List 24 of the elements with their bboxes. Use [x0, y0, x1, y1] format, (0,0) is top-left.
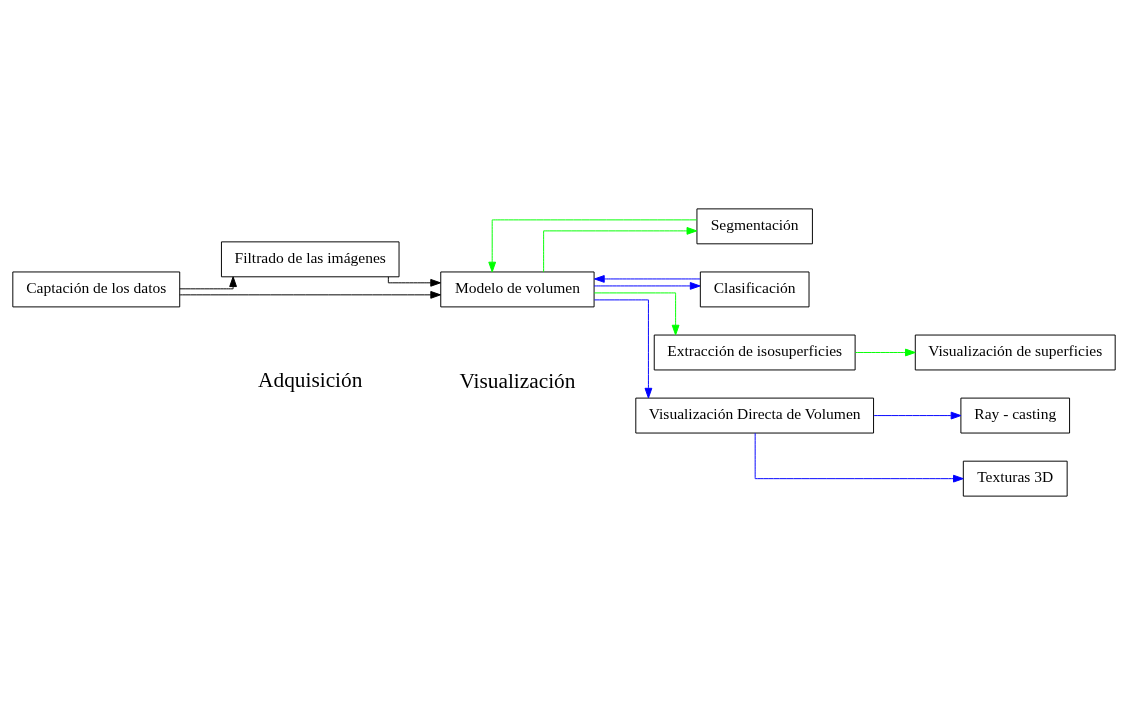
arrow [179, 276, 237, 290]
arrow [543, 227, 698, 273]
arrow [593, 282, 701, 290]
node-box: Clasificación [699, 271, 810, 308]
arrow [593, 299, 653, 399]
node-box: Texturas 3D [962, 460, 1068, 497]
arrow [387, 276, 441, 287]
arrow [593, 292, 680, 336]
arrow [594, 275, 701, 283]
node-box: Ray - casting [960, 397, 1071, 434]
label: Adquisición [258, 368, 363, 393]
label: Visualización [459, 369, 576, 394]
node-box: Extracción de isosuperficies [653, 334, 856, 371]
arrow [179, 290, 441, 299]
node-box: Captación de los datos [12, 271, 181, 308]
node-box: Filtrado de las imágenes [220, 241, 400, 278]
node-box: Modelo de volumen [440, 271, 595, 308]
arrow [754, 432, 964, 483]
arrow [488, 219, 698, 273]
arrow [873, 411, 962, 420]
node-box: Visualización Directa de Volumen [635, 397, 875, 434]
node-box: Segmentación [696, 208, 813, 245]
arrow [854, 348, 916, 357]
node-box: Visualización de superficies [914, 334, 1116, 371]
